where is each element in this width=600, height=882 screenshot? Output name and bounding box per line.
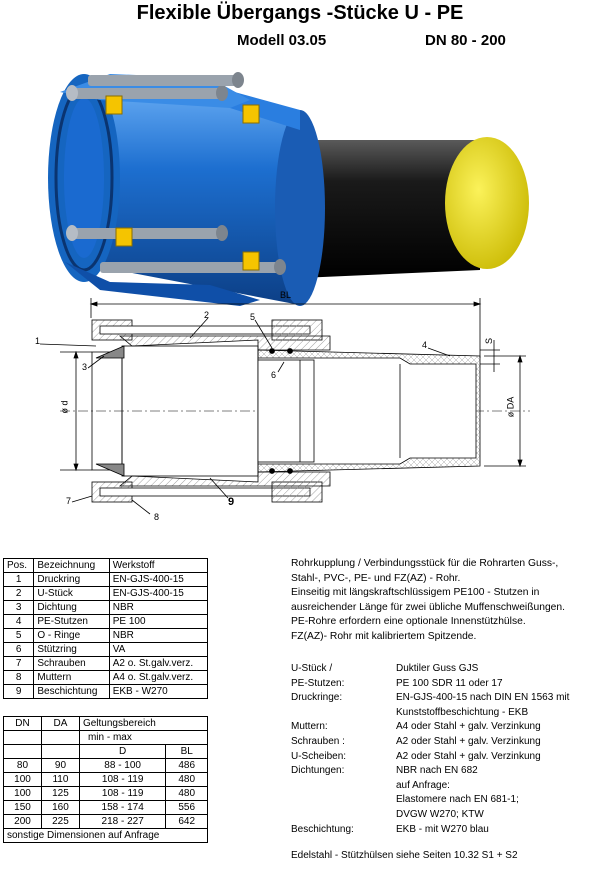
dim-table-footer: sonstige Dimensionen auf Anfrage bbox=[3, 828, 208, 843]
spec-list: U-Stück /Duktiler Guss GJS PE-Stutzen:PE… bbox=[291, 663, 570, 835]
dim-header-dn: DN bbox=[3, 716, 42, 731]
callout-6: 6 bbox=[271, 370, 277, 380]
callout-9: 9 bbox=[228, 496, 235, 508]
dim-da: ø DA bbox=[505, 396, 516, 418]
callout-1: 1 bbox=[35, 336, 41, 346]
callout-8: 8 bbox=[154, 512, 160, 522]
bolt-top-right bbox=[88, 72, 244, 88]
dim-header-da: DA bbox=[40, 716, 80, 731]
technical-drawing bbox=[39, 298, 530, 515]
end-cap bbox=[445, 137, 529, 269]
dn-range-label: DN 80 - 200 bbox=[425, 32, 506, 49]
model-label: Modell 03.05 bbox=[237, 32, 327, 49]
dim-header-d: D bbox=[78, 744, 167, 759]
callout-3: 3 bbox=[82, 362, 88, 372]
dim-d: ø d bbox=[59, 400, 70, 414]
parts-header-pos: Pos. bbox=[2, 558, 35, 573]
parts-header-row: Pos. Bezeichnung Werkstoff bbox=[2, 558, 209, 573]
callout-5: 5 bbox=[250, 312, 256, 322]
dim-header-range: Geltungsbereich bbox=[78, 716, 209, 731]
parts-header-name: Bezeichnung bbox=[33, 558, 110, 573]
nut-3 bbox=[115, 227, 133, 247]
nut-1 bbox=[105, 95, 123, 115]
description-text: Rohrkupplung / Verbindungsstück für die … bbox=[291, 558, 565, 642]
bolt-bottom-right bbox=[100, 259, 286, 275]
coupling-render bbox=[48, 72, 529, 306]
page-title: Flexible Übergangs -Stücke U - PE bbox=[136, 2, 464, 24]
parts-header-material: Werkstoff bbox=[108, 558, 209, 573]
dim-header-bl: BL bbox=[165, 744, 208, 759]
callout-2: 2 bbox=[204, 310, 210, 320]
product-illustration bbox=[39, 72, 530, 515]
dim-bl: BL bbox=[280, 290, 292, 300]
nut-2 bbox=[242, 104, 260, 124]
callout-7: 7 bbox=[66, 496, 72, 506]
callout-4: 4 bbox=[422, 340, 428, 350]
dim-header-minmax: min - max bbox=[78, 730, 209, 745]
bolt-bottom-left bbox=[66, 225, 228, 241]
footnote: Edelstahl - Stützhülsen siehe Seiten 10.… bbox=[291, 850, 518, 861]
dim-s: S bbox=[484, 337, 495, 345]
nut-4 bbox=[242, 251, 260, 271]
